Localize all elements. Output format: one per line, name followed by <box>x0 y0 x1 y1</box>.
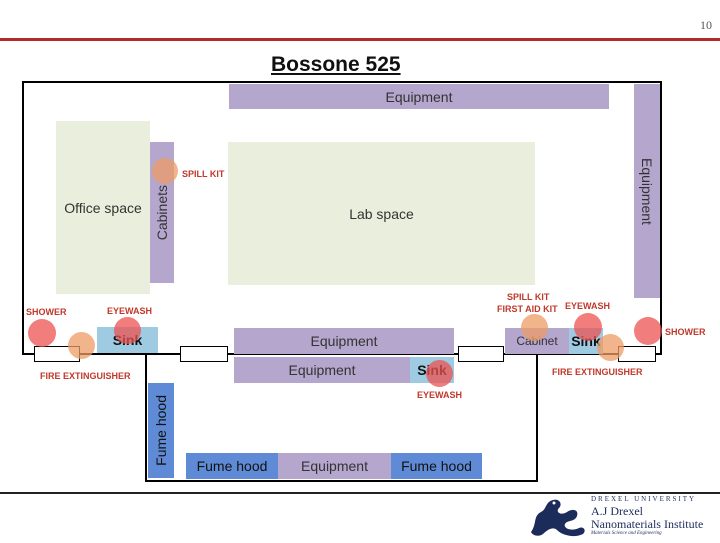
page-number: 10 <box>700 18 712 32</box>
fume-hood-bottom-left: Fume hood <box>186 453 278 479</box>
lab-space: Lab space <box>228 142 535 285</box>
fire-extinguisher-marker-right <box>597 334 624 361</box>
eyewash-marker-right <box>574 313 602 341</box>
wall-top <box>22 81 662 83</box>
equipment-mid-lower: Equipment <box>234 357 410 383</box>
eyewash-label-center: EYEWASH <box>417 390 463 400</box>
eyewash-label-right: EYEWASH <box>565 301 611 311</box>
shower-marker-right <box>634 317 662 345</box>
wall-mid-center <box>146 353 506 355</box>
fire-extinguisher-label-right: FIRE EXTINGUISHER <box>552 367 643 377</box>
logo-line1: A.J Drexel <box>591 504 643 518</box>
cabinets-label: Cabinets <box>154 184 170 241</box>
spill-kit-marker <box>152 158 178 184</box>
fume-hood-vertical: Fume hood <box>148 383 174 478</box>
first-aid-kit-label: FIRST AID KIT <box>497 304 558 314</box>
equipment-mid-upper: Equipment <box>234 328 454 354</box>
wall-left <box>22 81 24 355</box>
spill-kit-label-top: SPILL KIT <box>182 169 225 179</box>
office-space: Office space <box>56 121 150 294</box>
shower-marker-left <box>28 319 56 347</box>
door-center-left[interactable] <box>180 346 228 362</box>
wall-right <box>660 81 662 355</box>
equipment-right-label: Equipment <box>639 157 655 225</box>
eyewash-marker-center <box>426 360 453 387</box>
wall-mid-right <box>506 353 662 355</box>
equipment-right: Equipment <box>634 84 660 298</box>
logo-line2: Nanomaterials Institute <box>591 517 704 531</box>
spill-kit-first-aid-marker <box>521 314 548 341</box>
door-center-right[interactable] <box>458 346 504 362</box>
eyewash-marker-left <box>114 317 141 344</box>
fire-extinguisher-marker-left <box>68 332 95 359</box>
floorplan-title: Bossone 525 <box>271 53 401 76</box>
fume-hood-bottom-right: Fume hood <box>391 453 482 479</box>
header-rule <box>0 38 720 41</box>
eyewash-label-left: EYEWASH <box>107 306 153 316</box>
footer-rule <box>0 492 720 494</box>
fire-extinguisher-label-left: FIRE EXTINGUISHER <box>40 371 131 381</box>
wall-lower-left <box>145 353 147 481</box>
wall-bottom <box>145 480 538 482</box>
dragon-icon <box>527 494 589 538</box>
spill-kit-label-right: SPILL KIT <box>507 292 550 302</box>
shower-label-left: SHOWER <box>26 307 67 317</box>
wall-lower-right <box>536 353 538 481</box>
equipment-bottom: Equipment <box>278 453 391 479</box>
equipment-top: Equipment <box>229 84 609 109</box>
logo-university: DREXEL UNIVERSITY <box>591 495 697 503</box>
fume-hood-vertical-label: Fume hood <box>153 395 169 466</box>
logo-line3: Materials Science and Engineering <box>591 531 662 536</box>
shower-label-right: SHOWER <box>665 327 706 337</box>
